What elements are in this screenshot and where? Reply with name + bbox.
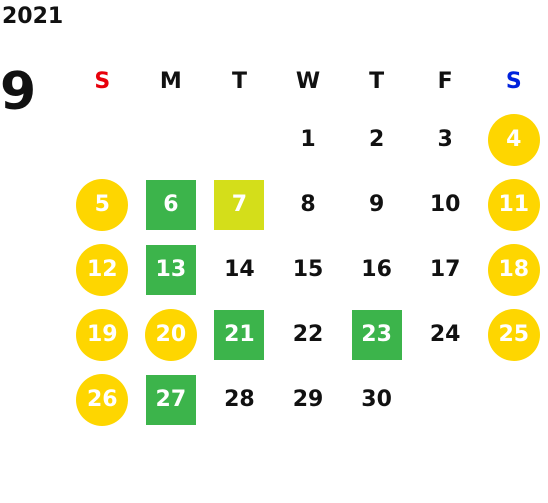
- week-row: 26 27 28 29 30: [68, 367, 548, 432]
- day-number: 16: [361, 257, 392, 282]
- day-number: 9: [368, 192, 385, 217]
- day-cell[interactable]: 4: [479, 107, 548, 172]
- day-cell[interactable]: 30: [342, 367, 411, 432]
- day-number: 11: [487, 178, 540, 231]
- day-cell[interactable]: 25: [479, 302, 548, 367]
- day-cell[interactable]: 23: [342, 302, 411, 367]
- day-cell[interactable]: 6: [137, 172, 206, 237]
- weekday-sat: S: [505, 68, 522, 94]
- day-cell[interactable]: 18: [479, 237, 548, 302]
- day-cell[interactable]: 1: [274, 107, 343, 172]
- day-number: 8: [300, 192, 316, 217]
- day-number: 27: [145, 374, 196, 425]
- week-row: 19 20 21 22 23 24 25: [68, 302, 548, 367]
- day-number: 6: [145, 179, 196, 230]
- day-number: 2: [368, 127, 385, 152]
- day-cell[interactable]: 20: [137, 302, 206, 367]
- day-cell[interactable]: 26: [68, 367, 137, 432]
- day-number: 4: [487, 113, 540, 166]
- weekday-tue: T: [231, 68, 247, 94]
- day-cell[interactable]: 24: [411, 302, 480, 367]
- weekday-mon: M: [159, 68, 182, 94]
- day-cell[interactable]: 8: [274, 172, 343, 237]
- day-number: 14: [224, 257, 255, 282]
- day-number: 1: [300, 127, 316, 152]
- day-number: 10: [429, 192, 461, 217]
- day-cell[interactable]: 29: [274, 367, 343, 432]
- day-cell: [479, 367, 548, 432]
- day-number: 3: [437, 127, 453, 152]
- day-number: 23: [351, 309, 402, 360]
- day-cell[interactable]: 28: [205, 367, 274, 432]
- calendar-month: 9: [0, 62, 37, 122]
- day-cell[interactable]: 27: [137, 367, 206, 432]
- day-number: 18: [487, 243, 540, 296]
- day-cell[interactable]: 13: [137, 237, 206, 302]
- day-number: 24: [429, 322, 461, 347]
- weekday-thu: T: [369, 68, 385, 94]
- day-number: 25: [487, 308, 540, 361]
- day-cell[interactable]: 7: [205, 172, 274, 237]
- day-number: 7: [214, 179, 265, 230]
- day-cell[interactable]: 14: [205, 237, 274, 302]
- day-cell[interactable]: 11: [479, 172, 548, 237]
- day-cell: [68, 107, 137, 172]
- day-cell[interactable]: 21: [205, 302, 274, 367]
- day-cell[interactable]: 15: [274, 237, 343, 302]
- day-cell: [137, 107, 206, 172]
- calendar-year: 2021: [2, 4, 64, 29]
- day-cell: [205, 107, 274, 172]
- day-cell[interactable]: 12: [68, 237, 137, 302]
- day-number: 12: [76, 243, 129, 296]
- day-number: 26: [76, 373, 129, 426]
- day-number: 22: [292, 322, 324, 347]
- day-number: 13: [145, 244, 196, 295]
- day-cell[interactable]: 19: [68, 302, 137, 367]
- day-cell[interactable]: 5: [68, 172, 137, 237]
- weekday-fri: F: [437, 68, 453, 94]
- day-number: 30: [361, 387, 392, 412]
- day-number: 19: [76, 308, 129, 361]
- day-cell: [411, 367, 480, 432]
- day-number: 20: [144, 308, 197, 361]
- day-cell[interactable]: 17: [411, 237, 480, 302]
- day-number: 28: [224, 387, 255, 412]
- day-cell[interactable]: 10: [411, 172, 480, 237]
- day-cell[interactable]: 22: [274, 302, 343, 367]
- day-number: 5: [76, 178, 129, 231]
- week-row: 12 13 14 15 16 17 18: [68, 237, 548, 302]
- day-cell[interactable]: 3: [411, 107, 480, 172]
- day-number: 17: [429, 257, 461, 282]
- weekday-wed: W: [295, 68, 321, 94]
- day-cell[interactable]: 16: [342, 237, 411, 302]
- week-row: 1 2 3 4: [68, 107, 548, 172]
- day-number: 15: [292, 257, 324, 282]
- day-cell[interactable]: 2: [342, 107, 411, 172]
- weekday-sun: S: [94, 68, 111, 94]
- day-number: 29: [292, 387, 324, 412]
- day-cell[interactable]: 9: [342, 172, 411, 237]
- day-number: 21: [214, 309, 265, 360]
